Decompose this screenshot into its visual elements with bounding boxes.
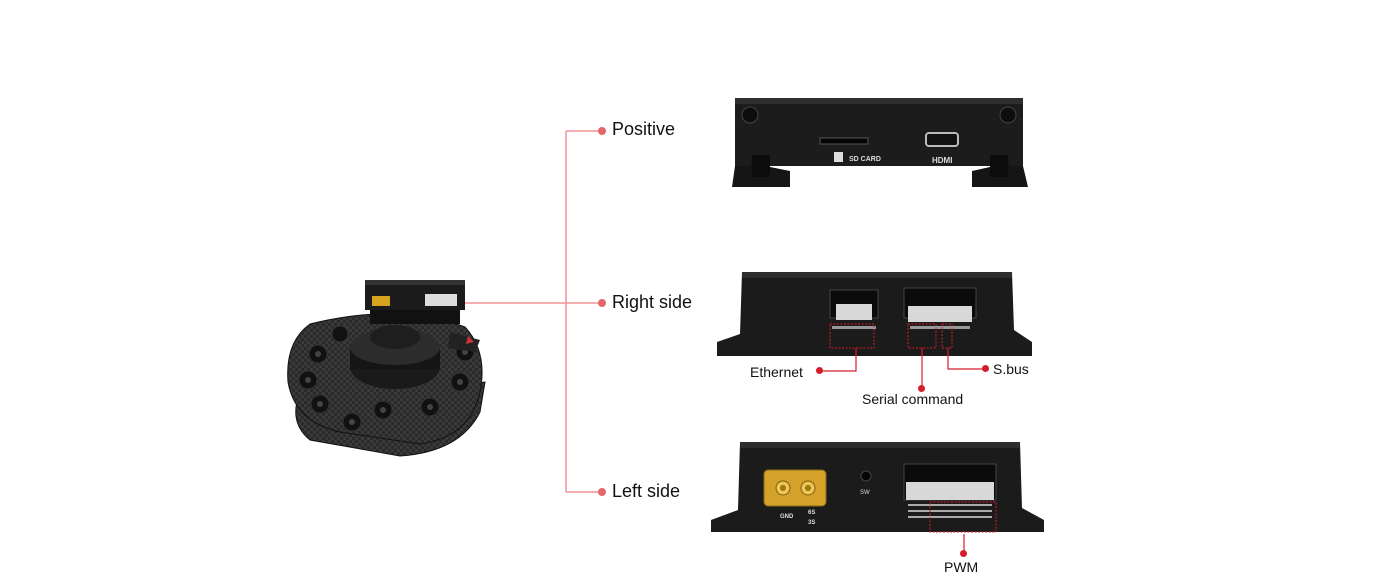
gimbal-device-image	[287, 280, 486, 457]
right-side-view-image	[717, 272, 1032, 356]
ethernet-dot	[816, 367, 823, 374]
ethernet-label: Ethernet	[750, 364, 803, 380]
positive-label: Positive	[612, 119, 676, 139]
left-side-dot	[598, 488, 606, 496]
power-plus-print: 6S	[808, 510, 815, 516]
sbus-dot	[982, 365, 989, 372]
sbus-label: S.bus	[993, 361, 1029, 377]
power-minus-print: 3S	[808, 520, 815, 526]
sw-print: SW	[860, 490, 870, 496]
positive-view-image: SD CARD HDMI	[732, 98, 1028, 187]
pwm-label: PWM	[944, 559, 979, 575]
left-side-view-image: GND 6S 3S SW	[711, 442, 1044, 533]
right-side-dot	[598, 299, 606, 307]
hdmi-print: HDMI	[932, 156, 952, 165]
serial-command-dot	[918, 385, 925, 392]
positive-dot	[598, 127, 606, 135]
gnd-print: GND	[780, 514, 794, 520]
sd-card-print: SD CARD	[849, 156, 881, 163]
pwm-dot	[960, 550, 967, 557]
right-side-label: Right side	[612, 292, 693, 312]
left-side-label: Left side	[612, 481, 681, 501]
serial-command-label: Serial command	[862, 391, 964, 407]
